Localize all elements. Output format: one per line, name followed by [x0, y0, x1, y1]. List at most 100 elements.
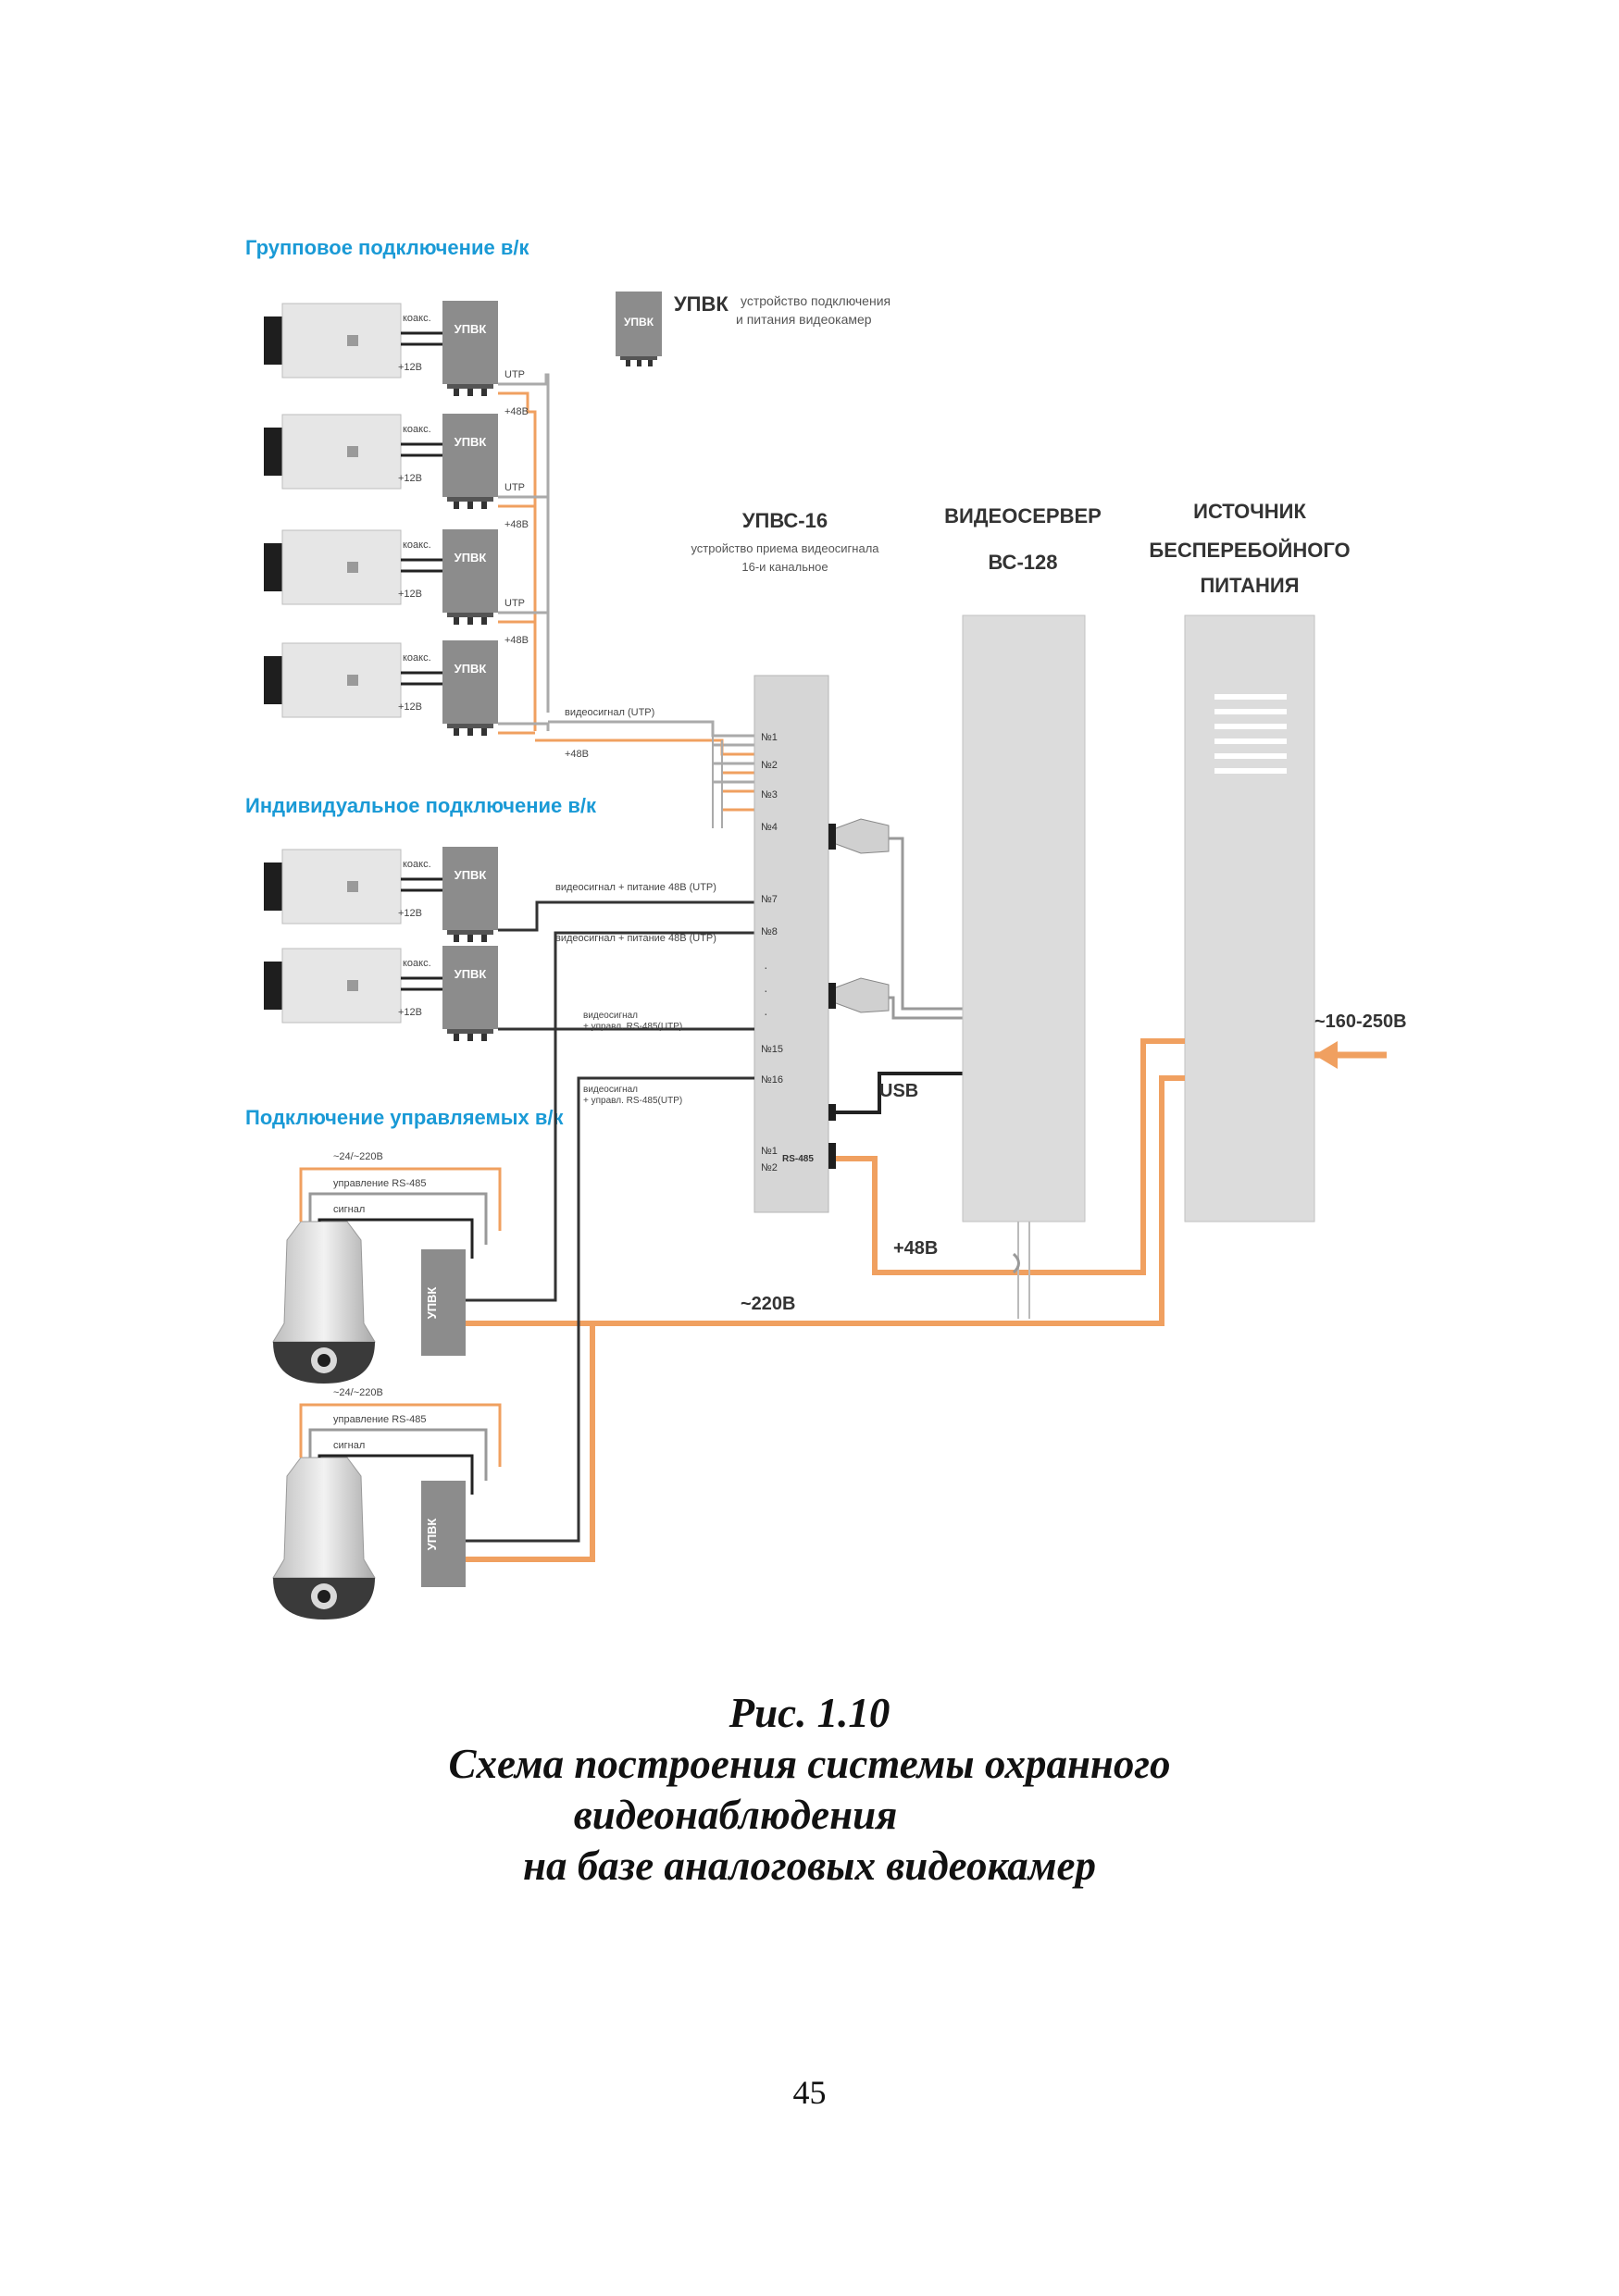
signal-label: сигнал — [333, 1204, 365, 1215]
upvk-label: УПВК — [455, 322, 487, 336]
bnc-connector-icon — [828, 824, 836, 850]
camera-icon — [263, 642, 402, 718]
utp-label: UTP — [504, 369, 525, 380]
rs485-label: управление RS-485 — [333, 1414, 427, 1425]
usb-connector-icon — [828, 1104, 836, 1121]
controlled-connection: ~24/~220В управление RS-485 сигнал ~24/~… — [272, 1011, 754, 1620]
v12-label: +12В — [398, 1007, 422, 1018]
upvk-device-icon — [442, 847, 498, 942]
figure-caption-line2: видеонаблюдения — [573, 1792, 898, 1838]
server-title-line2: ВС-128 — [989, 551, 1058, 574]
v12-label: +12В — [398, 589, 422, 600]
port-label: №1 — [761, 732, 778, 743]
port-label: №8 — [761, 926, 778, 937]
server-title-line1: ВИДЕОСЕРВЕР — [944, 504, 1102, 527]
upvk-device-icon — [442, 529, 498, 625]
upvk-label: УПВК — [425, 1519, 439, 1551]
v12-label: +12В — [398, 473, 422, 484]
rs485-label: управление RS-485 — [333, 1178, 427, 1189]
power-label: ~24/~220В — [333, 1387, 383, 1398]
coax-label: коакс. — [403, 652, 431, 664]
camera-icon — [263, 303, 402, 379]
figure-caption-line1: Схема построения системы охранного — [448, 1741, 1171, 1787]
usb-label: USB — [879, 1081, 918, 1101]
upvs-desc-line1: устройство приема видеосигнала — [691, 541, 879, 555]
upvk-device-icon — [442, 301, 498, 396]
legend: УПВК УПВК устройство подключения и питан… — [616, 292, 890, 366]
individual-ch8-label: видеосигнал + питание 48В (UTP) — [555, 933, 716, 944]
upvs-title: УПВС-16 — [742, 509, 828, 532]
bnc-connector-icon — [828, 983, 836, 1009]
legend-title: УПВК — [674, 292, 729, 316]
dome-camera-icon — [272, 1221, 376, 1384]
legend-box-label: УПВК — [624, 316, 654, 329]
ups-title-line2: БЕСПЕРЕБОЙНОГО — [1149, 539, 1350, 562]
section-title-individual: Индивидуальное подключение в/к — [245, 794, 597, 817]
port-label: №4 — [761, 822, 778, 833]
ups-cabinet — [1184, 614, 1315, 1222]
port-ellipsis: · — [764, 1006, 768, 1021]
ups-title-line3: ПИТАНИЯ — [1200, 574, 1299, 597]
port-label: №15 — [761, 1044, 783, 1055]
upvk-label: УПВК — [455, 662, 487, 676]
section-title-group: Групповое подключение в/к — [245, 236, 529, 259]
video2-label-line1: видеосигнал — [583, 1085, 638, 1095]
group-connection: коакс. +12В коакс. +12В коакс. +12В коак… — [263, 301, 754, 828]
utp-label: UTP — [504, 598, 525, 609]
port-label: №1 — [761, 1146, 778, 1157]
camera-icon — [263, 849, 402, 925]
upvk-device-icon — [421, 1481, 466, 1587]
video2-label-line2: + управл. RS-485(UTP) — [583, 1096, 682, 1106]
video-utp-label: видеосигнал (UTP) — [565, 707, 654, 718]
dome-camera-icon — [272, 1457, 376, 1620]
v12-label: +12В — [398, 362, 422, 373]
input-arrow-icon — [1314, 1041, 1338, 1069]
rs485-connector-icon — [828, 1143, 836, 1169]
v48-label: +48В — [565, 749, 589, 760]
ups-title-line1: ИСТОЧНИК — [1193, 500, 1306, 523]
upvk-label: УПВК — [455, 967, 487, 981]
legend-desc-line2: и питания видеокамер — [736, 312, 872, 327]
figure-number: Рис. 1.10 — [729, 1690, 890, 1736]
page-number: 45 — [792, 2074, 827, 2111]
upvk-label: УПВК — [455, 868, 487, 882]
power-wiring: +48В ~220В ~160-250В — [463, 1011, 1407, 1326]
upvs-16-receiver: УПВС-16 устройство приема видеосигнала 1… — [691, 509, 963, 1213]
v48-power-label: +48В — [893, 1238, 938, 1259]
port-label: №7 — [761, 894, 778, 905]
port-label: №16 — [761, 1074, 783, 1086]
camera-icon — [263, 414, 402, 490]
individual-connection: коакс. +12В коакс. +12В УПВК УПВК видеос… — [263, 847, 754, 1041]
upvk-device-icon — [442, 946, 498, 1041]
figure-caption-line3: на базе аналоговых видеокамер — [522, 1843, 1097, 1889]
v48-label: +48В — [504, 406, 529, 417]
section-title-controlled: Подключение управляемых в/к — [245, 1106, 565, 1129]
upvk-device-icon — [421, 1249, 466, 1356]
individual-ch7-label: видеосигнал + питание 48В (UTP) — [555, 882, 716, 893]
camera-icon — [263, 529, 402, 605]
v12-label: +12В — [398, 701, 422, 713]
upvk-label: УПВК — [425, 1287, 439, 1320]
server-cabinet — [962, 614, 1086, 1222]
legend-desc-line1: устройство подключения — [741, 293, 890, 308]
camera-icon — [263, 948, 402, 1024]
input-voltage-label: ~160-250В — [1314, 1011, 1407, 1032]
upvk-device-icon — [442, 640, 498, 736]
coax-label: коакс. — [403, 958, 431, 969]
port-label: №2 — [761, 1162, 778, 1173]
ups: ИСТОЧНИК БЕСПЕРЕБОЙНОГО ПИТАНИЯ — [1149, 500, 1351, 1222]
coax-label: коакс. — [403, 540, 431, 551]
video1-label-line1: видеосигнал — [583, 1011, 638, 1021]
legend-upvk-box — [616, 292, 662, 356]
v48-label: +48В — [504, 635, 529, 646]
port-ellipsis: · — [764, 960, 768, 974]
port-label: №3 — [761, 789, 778, 800]
upvk-device-icon — [442, 414, 498, 509]
v48-label: +48В — [504, 519, 529, 530]
signal-label: сигнал — [333, 1440, 365, 1451]
ups-vent-grille — [1214, 694, 1287, 774]
power-label: ~24/~220В — [333, 1151, 383, 1162]
rs485-port-label: RS-485 — [782, 1154, 814, 1164]
v220-power-label: ~220В — [741, 1294, 796, 1314]
